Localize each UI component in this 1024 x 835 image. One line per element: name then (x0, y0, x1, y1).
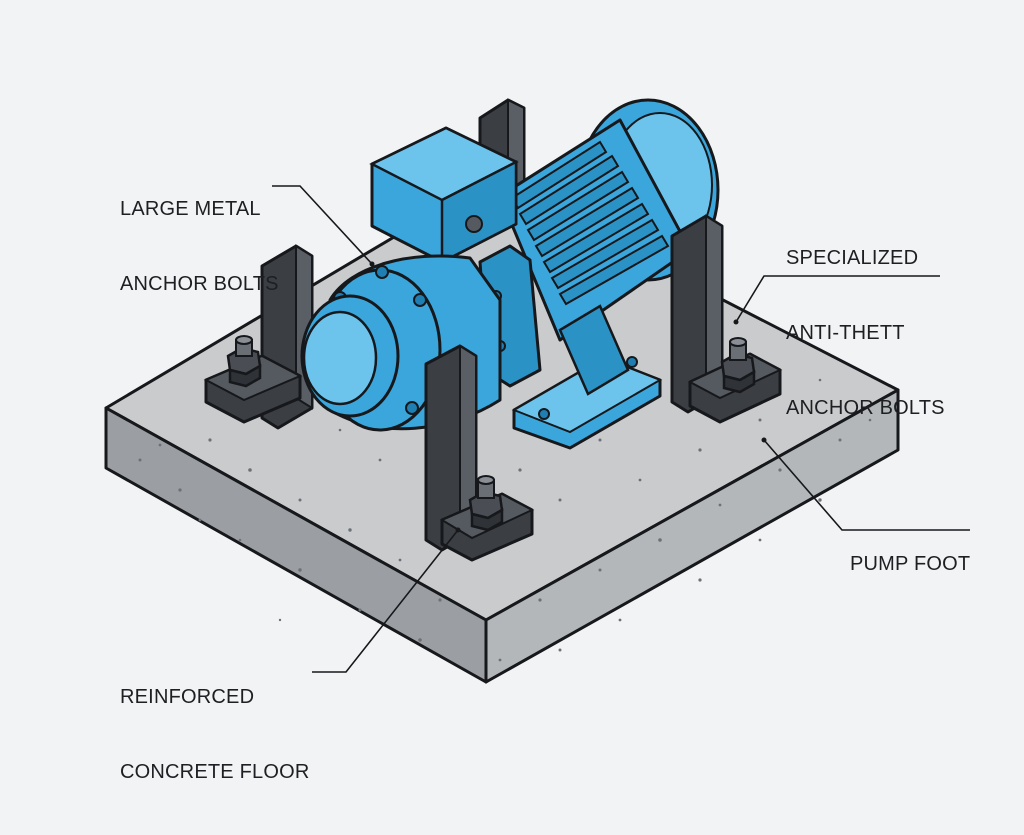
hex-nut-bolt-icon (226, 335, 262, 388)
electric-motor-pump-icon (300, 98, 720, 450)
callout-line: ANCHOR BOLTS (786, 397, 945, 419)
cooling-fins (510, 140, 670, 306)
leader-concrete (312, 529, 459, 673)
slab-side-face (484, 388, 900, 684)
leader-dots (369, 261, 767, 533)
callout-reinforced-concrete-floor: REINFORCED CONCRETE FLOOR (120, 635, 309, 835)
hex-nut-bolt-icon (720, 337, 756, 394)
leader-pump-foot (763, 439, 970, 531)
leader-lines (272, 185, 970, 673)
callout-line: SPECIALIZED (786, 247, 919, 269)
callout-line: CONCRETE FLOOR (120, 761, 310, 783)
callout-anti-theft-anchor-bolts: SPECIALIZED ANTI-THETT ANCHOR BOLTS (786, 196, 945, 471)
pump-installation-illustration (104, 98, 970, 684)
leader-large-anchor (272, 185, 373, 265)
callout-line: LARGE METAL (120, 198, 261, 220)
callout-pump-foot: PUMP FOOT (850, 502, 970, 627)
flange-bolts (333, 265, 427, 415)
callout-line: ANCHOR BOLTS (120, 273, 279, 295)
pump-anchoring-diagram: LARGE METAL ANCHOR BOLTS SPECIALIZED ANT… (104, 98, 970, 783)
concrete-speckles (138, 358, 872, 662)
hex-nut-bolt-icon (468, 475, 504, 532)
callout-large-metal-anchor-bolts: LARGE METAL ANCHOR BOLTS (120, 147, 279, 347)
callout-line: PUMP FOOT (850, 553, 971, 575)
callout-line: ANTI-THETT (786, 322, 905, 344)
leader-anti-theft (735, 275, 940, 323)
callout-line: REINFORCED (120, 686, 255, 708)
